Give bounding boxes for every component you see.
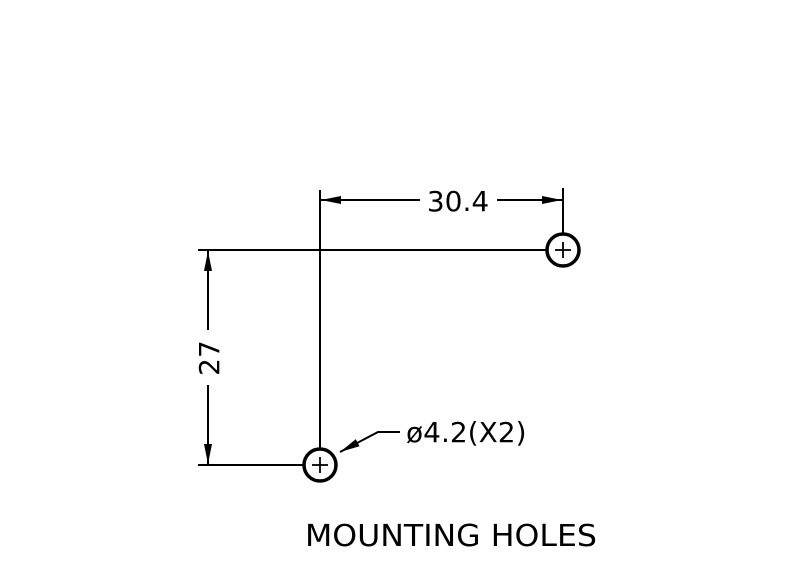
hole-center-mark-icon xyxy=(312,457,328,473)
horizontal-dimension-label: 30.4 xyxy=(427,185,489,218)
hole-callout-label: ø4.2(X2) xyxy=(406,416,527,449)
hole-callout-leader xyxy=(339,431,400,453)
hole-top-right xyxy=(545,232,581,268)
hole-bottom-left xyxy=(302,447,338,483)
hole-center-mark-icon xyxy=(555,242,571,258)
vertical-dimension-label: 27 xyxy=(193,340,226,376)
drawing-title: MOUNTING HOLES xyxy=(305,519,597,554)
